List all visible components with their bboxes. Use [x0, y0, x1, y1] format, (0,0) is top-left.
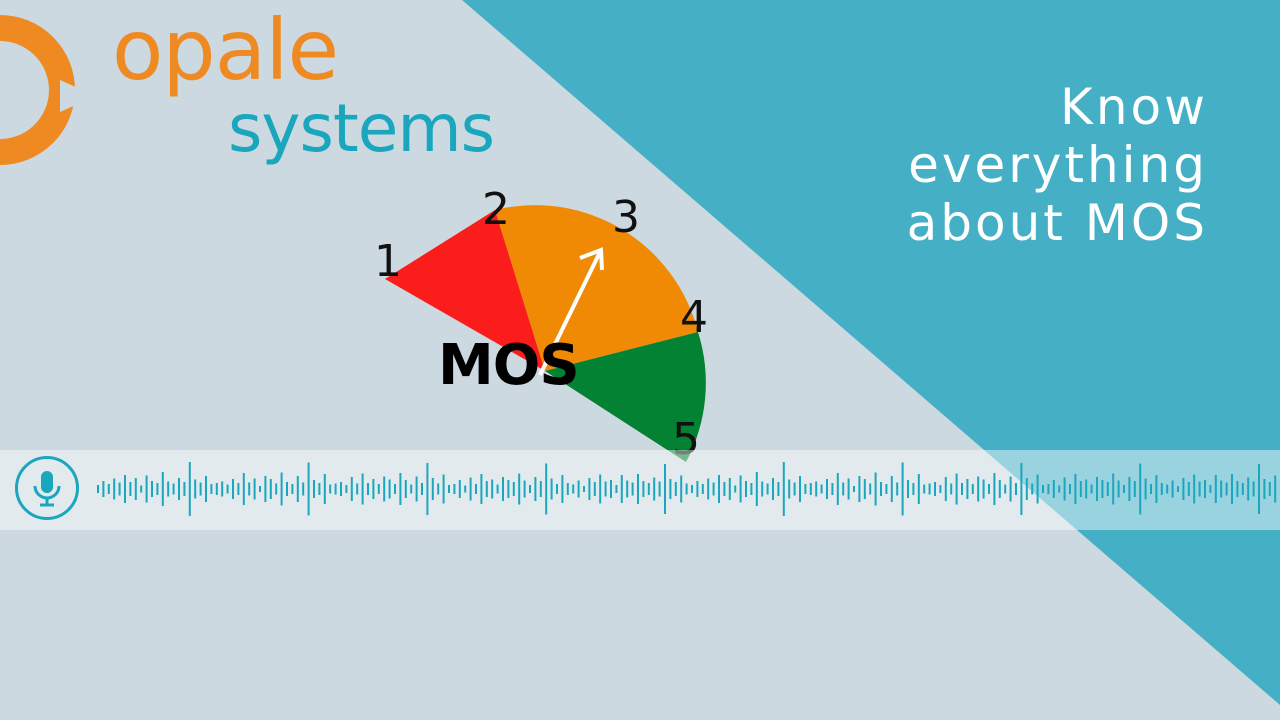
logo-ring-icon [0, 15, 96, 165]
gauge-label-1: 1 [374, 236, 402, 287]
gauge-label-5: 5 [672, 414, 700, 465]
brand-name-top: opale [112, 1, 339, 99]
gauge-label-4: 4 [680, 292, 708, 343]
gauge-segment-red [385, 210, 545, 371]
gauge-label-2: 2 [482, 184, 510, 235]
brand-name-bottom: systems [228, 90, 495, 167]
headline-line-3: about MOS [906, 194, 1208, 252]
gauge-segment-orange [495, 205, 698, 371]
audio-waveform [97, 462, 1277, 516]
gauge-title: MOS [438, 333, 580, 398]
mos-gauge [385, 205, 706, 462]
audio-bar [0, 450, 1280, 530]
gauge-segment-green [545, 332, 706, 462]
needle-arrowhead [579, 247, 604, 271]
headline-line-2: everything [908, 136, 1208, 194]
headline-line-1: Know [1060, 78, 1208, 136]
accent-triangle [462, 0, 1280, 705]
headline: Know everything about MOS [788, 78, 1208, 252]
microphone-button[interactable] [15, 456, 79, 520]
gauge-needle [538, 251, 602, 376]
microphone-icon [33, 471, 61, 507]
gauge-label-3: 3 [612, 192, 640, 243]
